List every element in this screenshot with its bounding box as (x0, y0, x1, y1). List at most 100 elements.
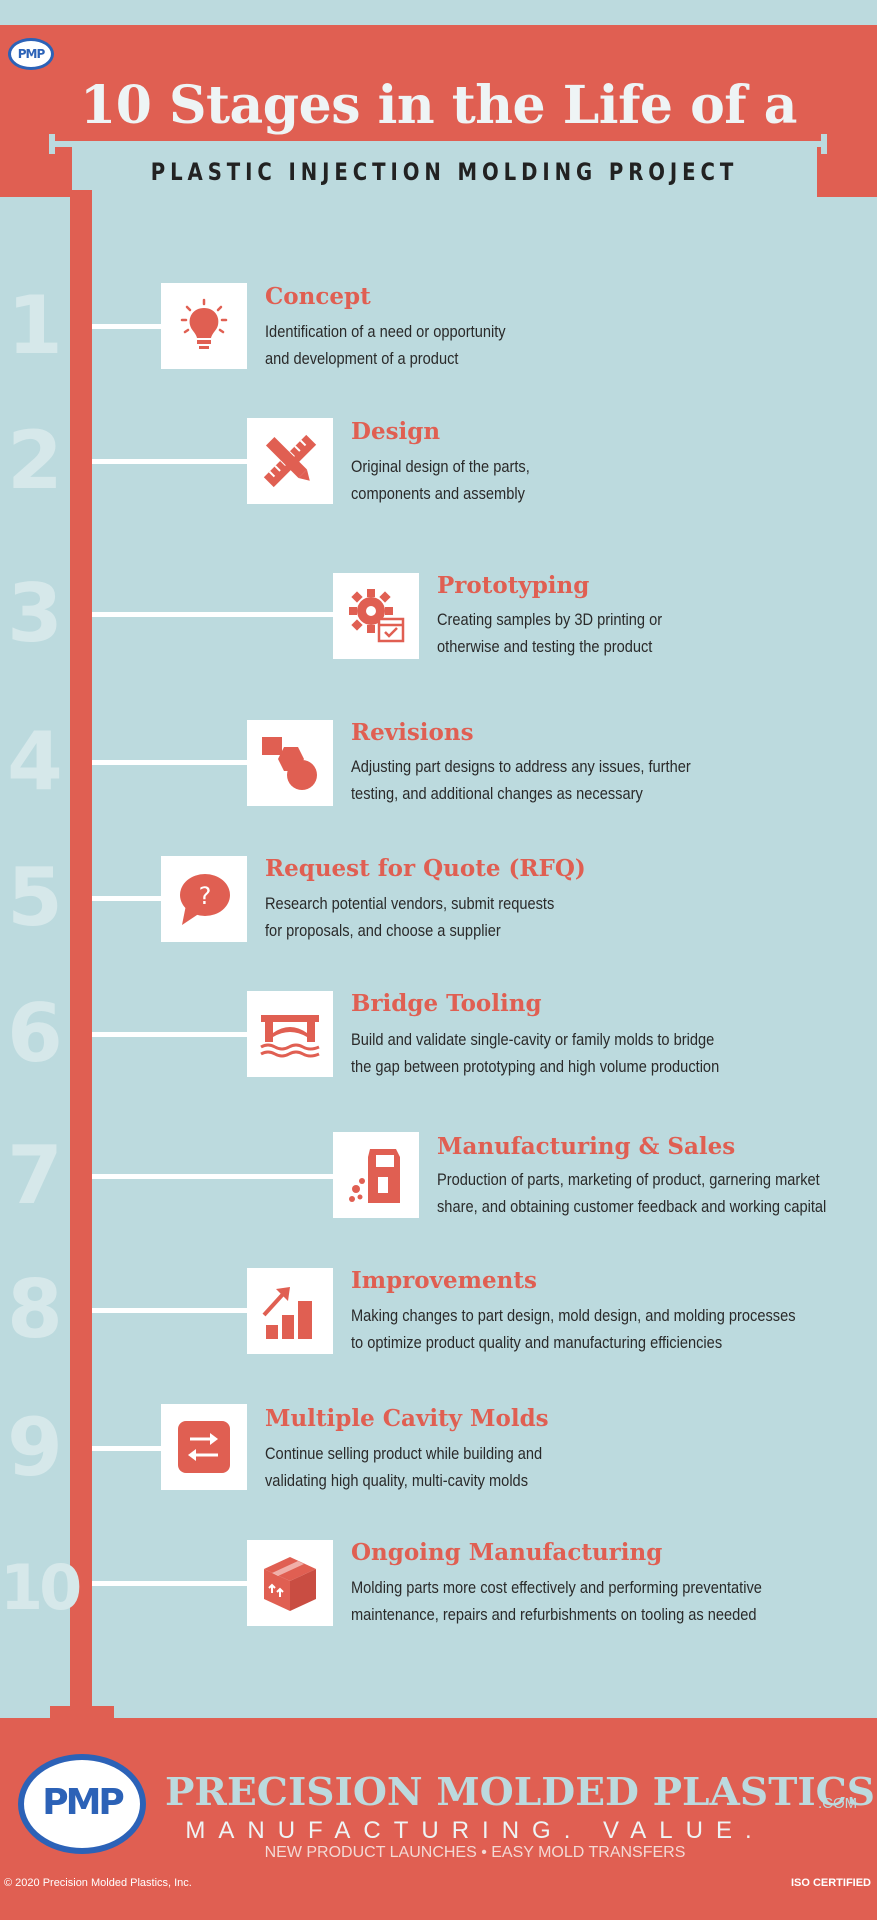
stage-icon-box: ? (161, 856, 247, 942)
stage-title: Design (351, 418, 441, 445)
question-bubble-icon: ? (180, 874, 230, 925)
stage-description-line: Molding parts more cost effectively and … (351, 1578, 762, 1597)
stage-number: 7 (7, 1129, 63, 1222)
company-logo-small: PMP (8, 38, 54, 70)
stage-title: Concept (265, 283, 371, 310)
gear-checklist-icon (349, 589, 405, 643)
stage-number: 6 (7, 987, 63, 1080)
logo-text: PMP (17, 47, 46, 61)
main-title: 10 Stages in the Life of a (80, 75, 797, 136)
stage-number: 5 (7, 851, 63, 944)
lightbulb-icon (180, 298, 228, 349)
company-logo: PMP (18, 1754, 146, 1854)
stage-description-line: Production of parts, marketing of produc… (437, 1170, 820, 1189)
machine-icon (349, 1149, 400, 1203)
title-divider (52, 141, 827, 147)
stage-icon-box (247, 991, 333, 1077)
stage-description: Molding parts more cost effectively and … (351, 1574, 762, 1628)
stage-description-line: for proposals, and choose a supplier (265, 921, 501, 940)
stage-connector (92, 1446, 162, 1451)
stage-number: 4 (7, 715, 63, 808)
transfer-arrows-icon (178, 1421, 230, 1473)
stage-title: Prototyping (437, 572, 590, 599)
stage-number: 9 (7, 1401, 63, 1494)
stage-connector (92, 324, 162, 329)
stage-description-line: Research potential vendors, submit reque… (265, 894, 555, 913)
services-line: NEW PRODUCT LAUNCHES • EASY MOLD TRANSFE… (264, 1844, 686, 1861)
stage-description-line: Build and validate single-cavity or fami… (351, 1030, 715, 1049)
stage-description-line: Creating samples by 3D printing or (437, 610, 663, 629)
stage-description-line: and development of a product (265, 349, 459, 368)
stage-title: Request for Quote (RFQ) (265, 855, 586, 882)
stage-description-line: Adjusting part designs to address any is… (351, 757, 691, 776)
stage-icon-box (247, 418, 333, 504)
stage-title: Improvements (351, 1267, 537, 1294)
tagline: MANUFACTURING. VALUE. (185, 1817, 765, 1844)
stage-description-line: validating high quality, multi-cavity mo… (265, 1471, 529, 1490)
stage-title: Revisions (351, 719, 474, 746)
stage-icon-box (247, 1540, 333, 1626)
stage-icon-box (247, 1268, 333, 1354)
title-divider-cap-left (49, 134, 55, 154)
stage-number: 1 (7, 279, 63, 372)
shapes-icon (262, 737, 317, 790)
stage-description-line: to optimize product quality and manufact… (351, 1333, 723, 1352)
stage-connector (92, 1174, 334, 1179)
company-name: PRECISION MOLDED PLASTICS (165, 1769, 876, 1814)
stage-connector (92, 760, 247, 765)
stage-description-line: the gap between prototyping and high vol… (351, 1057, 720, 1076)
ruler-pencil-icon (263, 434, 317, 488)
iso-certified-badge: ISO CERTIFIED (790, 1877, 871, 1889)
logo-text: PMP (42, 1782, 125, 1823)
stage-title: Manufacturing & Sales (437, 1133, 736, 1160)
stage-description-line: share, and obtaining customer feedback a… (437, 1197, 827, 1216)
stage-description: Adjusting part designs to address any is… (351, 753, 691, 807)
stage-number: 10 (0, 1551, 82, 1624)
timeline-spine (70, 190, 92, 1715)
stage-connector (92, 1581, 247, 1586)
title-divider-cap-right (821, 134, 827, 154)
growth-chart-icon (262, 1287, 312, 1339)
stage-connector (92, 459, 247, 464)
stage-title: Bridge Tooling (351, 990, 542, 1017)
stage-description-line: components and assembly (351, 484, 525, 503)
stage-title: Multiple Cavity Molds (265, 1405, 549, 1432)
stage-number: 2 (7, 414, 63, 507)
stage-description: Build and validate single-cavity or fami… (351, 1026, 719, 1080)
company-domain-suffix: .COM (818, 1795, 858, 1812)
stage-description: Production of parts, marketing of produc… (437, 1166, 826, 1220)
stage-icon-box (161, 283, 247, 369)
stage-icon-box (333, 1132, 419, 1218)
stage-description: Research potential vendors, submit reque… (265, 890, 554, 944)
subtitle-box (72, 147, 817, 197)
stage-number: 8 (7, 1263, 63, 1356)
stage-connector (92, 1308, 247, 1313)
stage-description-line: Identification of a need or opportunity (265, 322, 506, 341)
stage-connector (92, 1032, 247, 1037)
stage-connector (92, 612, 334, 617)
stage-icon-box (247, 720, 333, 806)
copyright: © 2020 Precision Molded Plastics, Inc. (4, 1877, 192, 1889)
stage-description: Creating samples by 3D printing or other… (437, 606, 662, 660)
stage-connector (92, 896, 162, 901)
stage-number: 3 (7, 567, 63, 660)
stage-description-line: Making changes to part design, mold desi… (351, 1306, 796, 1325)
stage-description-line: Original design of the parts, (351, 457, 530, 476)
footer-band (0, 1718, 877, 1920)
svg-text:?: ? (199, 882, 212, 910)
stage-description-line: otherwise and testing the product (437, 637, 653, 656)
stage-description-line: testing, and additional changes as neces… (351, 784, 643, 803)
stage-description: Original design of the parts, components… (351, 453, 530, 507)
stage-description-line: maintenance, repairs and refurbishments … (351, 1605, 757, 1624)
subtitle: PLASTIC INJECTION MOLDING PROJECT (150, 158, 739, 186)
stage-description: Continue selling product while building … (265, 1440, 542, 1494)
stage-icon-box (333, 573, 419, 659)
stage-description: Making changes to part design, mold desi… (351, 1302, 796, 1356)
package-icon (264, 1557, 316, 1611)
stage-title: Ongoing Manufacturing (351, 1539, 663, 1566)
stage-description-line: Continue selling product while building … (265, 1444, 543, 1463)
stage-icon-box (161, 1404, 247, 1490)
stage-description: Identification of a need or opportunity … (265, 318, 506, 372)
bridge-icon (260, 1015, 320, 1058)
